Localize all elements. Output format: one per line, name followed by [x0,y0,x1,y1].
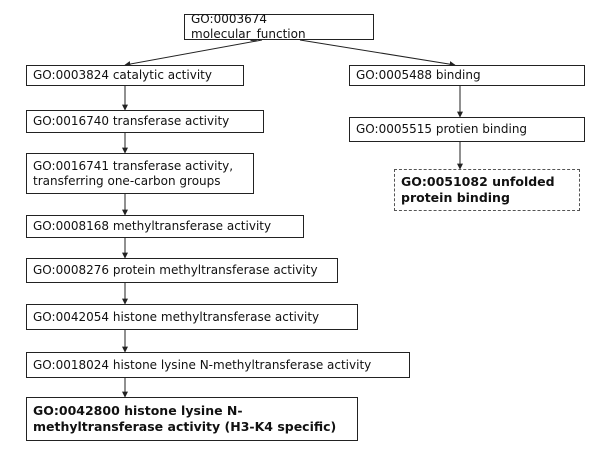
node-label: GO:0008276 protein methyltransferase act… [33,263,318,277]
node-binding[interactable]: GO:0005488 binding [349,65,585,86]
node-label: GO:0016741 transferase activity, transfe… [33,158,234,188]
node-protein-binding[interactable]: GO:0005515 protien binding [349,117,585,142]
node-molecular-function[interactable]: GO:0003674 molecular_function [184,12,374,41]
node-protein-methyltransferase-activity[interactable]: GO:0008276 protein methyltransferase act… [26,258,338,283]
node-label: GO:0003824 catalytic activity [33,68,212,82]
node-label: GO:0042800 histone lysine N-methyltransf… [33,403,337,434]
node-histone-methyltransferase-activity[interactable]: GO:0042054 histone methyltransferase act… [26,304,358,330]
node-label: GO:0003674 molecular_function [191,12,306,41]
node-transferase-one-carbon[interactable]: GO:0016741 transferase activity, transfe… [26,153,254,194]
node-methyltransferase-activity[interactable]: GO:0008168 methyltransferase activity [26,215,304,238]
node-label: GO:0005488 binding [356,68,481,82]
node-unfolded-protein-binding[interactable]: GO:0051082 unfolded protein binding [394,169,580,211]
node-label: GO:0008168 methyltransferase activity [33,219,272,233]
node-label: GO:0016740 transferase activity [33,114,230,128]
node-label: GO:0005515 protien binding [356,122,528,136]
node-catalytic-activity[interactable]: GO:0003824 catalytic activity [26,65,244,86]
edge-mf-bind [299,39,456,68]
node-label: GO:0018024 histone lysine N-methyltransf… [33,357,372,372]
node-label: GO:0042054 histone methyltransferase act… [33,309,320,324]
node-histone-lysine-n-methyltransferase-activity[interactable]: GO:0018024 histone lysine N-methyltransf… [26,352,410,378]
node-label: GO:0051082 unfolded protein binding [401,174,555,205]
edge-mf-ca [124,39,263,67]
node-histone-lysine-h3k4-specific[interactable]: GO:0042800 histone lysine N-methyltransf… [26,397,358,441]
node-transferase-activity[interactable]: GO:0016740 transferase activity [26,110,264,133]
